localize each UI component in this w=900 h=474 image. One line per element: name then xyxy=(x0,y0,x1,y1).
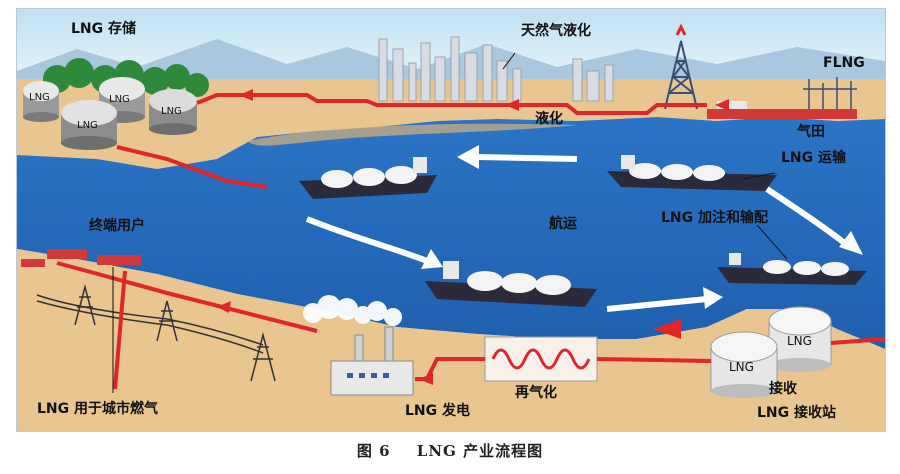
label-lng-bunkering: LNG 加注和输配 xyxy=(661,210,769,226)
terminal-tank-b xyxy=(710,331,778,398)
coast-shadow xyxy=(247,123,577,146)
label-receiving: 接收 xyxy=(769,381,797,397)
label-flng: FLNG xyxy=(823,55,865,71)
flng-platform xyxy=(707,77,857,119)
storage-tank-small xyxy=(23,81,59,122)
power-towers xyxy=(36,284,276,382)
lng-process-diagram: LNG 存储 天然气液化 FLNG 液化 气田 LNG 运输 航运 LNG 加注… xyxy=(16,8,886,432)
label-lng-transport: LNG 运输 xyxy=(781,150,847,166)
power-plant xyxy=(303,295,414,396)
label-regasification: 再气化 xyxy=(515,385,557,401)
receiving-terminal xyxy=(710,306,832,398)
diagram-canvas xyxy=(17,9,885,431)
tank-label-storage-mid-a: LNG xyxy=(109,94,130,105)
lng-bunker-ship xyxy=(717,253,867,285)
tank-label-terminal-a: LNG xyxy=(787,334,812,348)
label-lng-storage: LNG 存储 xyxy=(71,21,137,37)
flow-arrows-bottom xyxy=(217,301,681,385)
southern-shore xyxy=(17,249,885,431)
regasification-unit xyxy=(484,336,598,382)
gas-field-derrick xyxy=(664,23,698,110)
terminal-tank-a xyxy=(768,306,832,372)
label-gas-liquefaction: 天然气液化 xyxy=(521,23,591,39)
label-lng-power: LNG 发电 xyxy=(405,403,471,419)
storage-tanks xyxy=(23,77,197,150)
shipping-flow-arrows xyxy=(305,154,849,312)
flow-arrows-top xyxy=(239,89,729,111)
label-end-users: 终端用户 xyxy=(89,218,145,234)
tank-label-storage-small: LNG xyxy=(29,92,50,103)
shipping-arrow-heads xyxy=(421,145,863,309)
storage-tank-big xyxy=(61,100,117,150)
figure-caption: 图 6 LNG 产业流程图 xyxy=(0,440,900,461)
storage-tank-mid-b xyxy=(149,89,197,135)
end-user-houses xyxy=(21,249,141,267)
label-shipping: 航运 xyxy=(549,216,577,232)
label-lng-receiving-station: LNG 接收站 xyxy=(757,405,837,421)
label-gas-field: 气田 xyxy=(797,124,825,140)
liquefaction-plant xyxy=(378,36,614,102)
label-city-gas: LNG 用于城市燃气 xyxy=(37,401,159,417)
lng-carrier-upper-left xyxy=(299,157,437,199)
tank-label-storage-mid-b: LNG xyxy=(161,106,182,117)
tank-label-storage-big: LNG xyxy=(77,120,98,131)
tank-label-terminal-b: LNG xyxy=(729,360,754,374)
lng-carrier-center xyxy=(425,261,597,307)
leader-lines xyxy=(112,52,788,393)
caption-number: 图 6 xyxy=(356,442,391,460)
pipeline-top xyxy=(116,93,707,189)
northern-shore xyxy=(17,79,885,169)
lng-carrier-upper-right xyxy=(607,155,777,191)
caption-title: LNG 产业流程图 xyxy=(416,442,544,460)
label-liquefaction: 液化 xyxy=(535,111,563,127)
